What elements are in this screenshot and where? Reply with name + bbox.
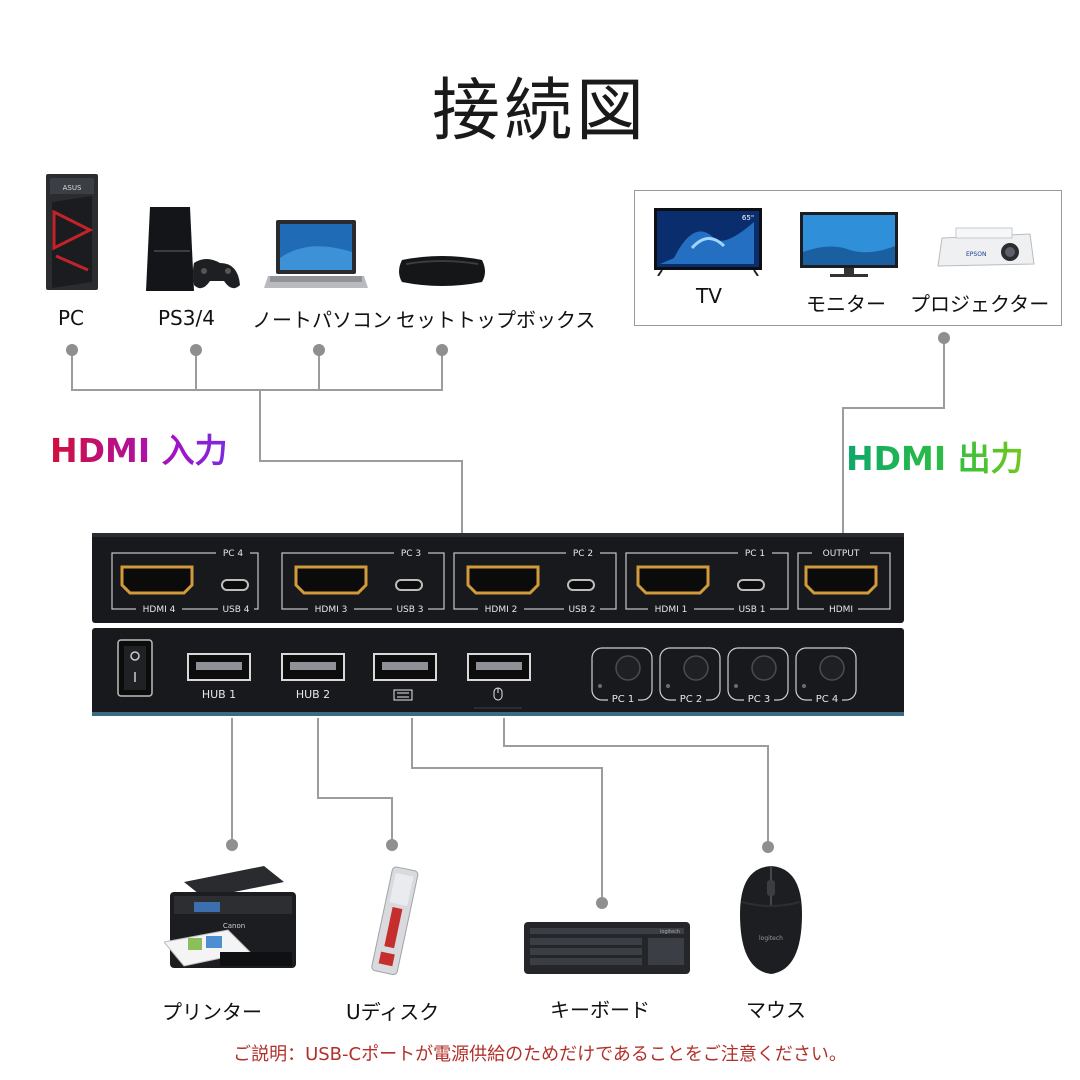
laptop-icon (264, 220, 368, 288)
connector-dot (66, 344, 78, 356)
hdmi-input-heading: HDMI 入力 (50, 424, 228, 472)
monitor-icon (800, 212, 898, 277)
kvm-switch-back-panel: HUB 1 HUB 2 PC 1 PC 2 PC 3 PC 4 (92, 628, 904, 716)
port-label: USB 4 (222, 605, 249, 615)
pc-select-button (819, 655, 845, 681)
brand-logo: logitech (660, 929, 680, 935)
peripheral-label-printer: プリンター (162, 1000, 262, 1024)
pc-select-button (751, 655, 777, 681)
group-label: PC 3 (401, 549, 421, 559)
hdmi-port (294, 565, 368, 595)
usb-drive-icon (371, 866, 419, 976)
group-label: PC 4 (223, 549, 244, 559)
brand-logo: ASUS (63, 184, 82, 192)
page-title: 接続図 (431, 72, 648, 151)
connector-dot (313, 344, 325, 356)
mouse-icon (493, 687, 503, 701)
usb-c-port (737, 579, 765, 591)
keyboard-icon (393, 689, 413, 701)
brand-logo: EPSON (966, 251, 986, 258)
input-label-laptop: ノートパソコン (252, 308, 392, 332)
port-label: USB 3 (396, 605, 423, 615)
connector-dot (436, 344, 448, 356)
group-label: PC 1 (745, 549, 765, 559)
port-label: USB 1 (738, 605, 765, 615)
pc-button-label: PC 3 (748, 694, 771, 705)
projector-icon: EPSON (937, 227, 1035, 267)
port-label: HUB 2 (296, 688, 330, 701)
game-console-icon (146, 207, 240, 291)
pc-select-button (683, 655, 709, 681)
usb-c-port (567, 579, 595, 591)
hdmi-output-heading: HDMI 出力 (846, 432, 1024, 480)
output-label-tv: TV (696, 284, 722, 308)
pc-button-label: PC 1 (612, 694, 635, 705)
keyboard-icon: logitech (524, 922, 690, 974)
hdmi-port (804, 565, 878, 595)
tv-screen-badge: 65" (742, 214, 754, 222)
port-label: HDMI 4 (143, 605, 176, 615)
hdmi-port (466, 565, 540, 595)
pc-button-label: PC 4 (816, 694, 839, 705)
output-label-monitor: モニター (806, 292, 886, 316)
output-label-projector: プロジェクター (910, 292, 1050, 316)
connector-dot (938, 332, 950, 344)
hdmi-port (120, 565, 194, 595)
usb-a-port (467, 653, 531, 681)
hdmi-port (636, 565, 710, 595)
usb-a-port (187, 653, 251, 681)
set-top-box-icon (399, 256, 485, 286)
pc-button-label: PC 2 (680, 694, 703, 705)
printer-icon: Canon (164, 866, 296, 968)
output-devices-frame (634, 190, 1062, 326)
tv-icon: 65" (654, 208, 762, 276)
output-label: OUTPUT (823, 549, 860, 559)
peripheral-label-mouse: マウス (746, 998, 806, 1022)
input-label-stb: セットトップボックス (396, 308, 596, 332)
connector-dot (596, 897, 608, 909)
port-label: HDMI 1 (655, 605, 688, 615)
group-label: PC 2 (573, 549, 593, 559)
connector-dot (762, 841, 774, 853)
peripheral-label-keyboard: キーボード (550, 998, 650, 1022)
brand-logo: logitech (759, 935, 783, 942)
port-label: HUB 1 (202, 688, 236, 701)
kvm-switch-front-panel: PC 4 PC 3 PC 2 PC 1 OUTPUT HDMI 4 USB 4 … (92, 533, 904, 623)
footnote: ご説明：USB-Cポートが電源供給のためだけであることをご注意ください。 (233, 1044, 847, 1065)
connector-dot (226, 839, 238, 851)
input-label-pc: PC (58, 306, 85, 330)
port-label: HDMI 3 (315, 605, 348, 615)
usb-c-port (221, 579, 249, 591)
power-switch (117, 639, 153, 697)
port-label: USB 2 (568, 605, 595, 615)
brand-logo: Canon (223, 922, 245, 930)
port-label: HDMI 2 (485, 605, 518, 615)
pc-select-button (615, 655, 641, 681)
mouse-icon: logitech (740, 866, 802, 974)
peripheral-label-usb-drive: Uディスク (346, 1000, 440, 1024)
usb-a-port (373, 653, 437, 681)
desktop-pc-icon: ASUS (46, 174, 98, 290)
usb-c-port (395, 579, 423, 591)
usb-a-port (281, 653, 345, 681)
input-label-ps: PS3/4 (158, 306, 215, 330)
connector-dot (190, 344, 202, 356)
connector-dot (386, 839, 398, 851)
port-label: HDMI (829, 605, 853, 615)
